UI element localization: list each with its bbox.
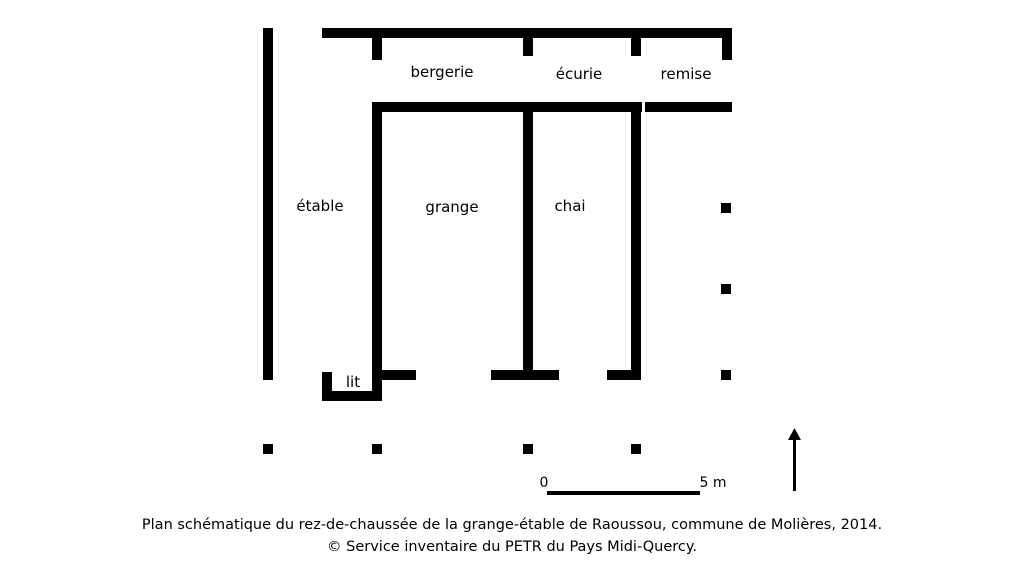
wall-south-1 — [372, 370, 416, 380]
pillar — [631, 444, 641, 454]
wall-etable-west — [263, 28, 273, 380]
room-label-ecurie: écurie — [556, 65, 603, 83]
pillars — [263, 203, 731, 454]
pillar — [263, 444, 273, 454]
wall-remise-south — [645, 102, 732, 112]
wall-grange-chai — [523, 102, 533, 380]
pillar — [721, 284, 731, 294]
wall-stub-2 — [523, 28, 533, 56]
north-arrow-icon — [788, 428, 801, 491]
caption-line-1: Plan schématique du rez-de-chaussée de l… — [141, 517, 883, 533]
room-label-lit: lit — [346, 373, 360, 391]
wall-inner-north — [372, 102, 642, 112]
scale-start-label: 0 — [540, 475, 549, 491]
wall-grange-west — [372, 102, 382, 380]
room-label-remise: remise — [661, 65, 712, 83]
room-label-bergerie: bergerie — [411, 63, 474, 81]
wall-south-2 — [491, 370, 559, 380]
wall-stub-east — [722, 28, 732, 60]
pillar — [721, 370, 731, 380]
scale-end-label: 5 m — [700, 475, 727, 491]
wall-lit-east — [372, 372, 382, 401]
wall-lit-west — [322, 372, 332, 401]
scale-bar-line — [547, 491, 700, 495]
wall-south-3 — [607, 370, 641, 380]
room-labels: bergerie écurie remise étable grange cha… — [296, 63, 711, 391]
caption: Plan schématique du rez-de-chaussée de l… — [0, 514, 1024, 558]
pillar — [523, 444, 533, 454]
room-label-grange: grange — [425, 198, 478, 216]
wall-chai-east — [631, 112, 641, 380]
room-label-chai: chai — [554, 197, 585, 215]
wall-lit-south — [322, 391, 382, 401]
wall-stub-3 — [631, 28, 641, 56]
room-label-etable: étable — [296, 197, 343, 215]
walls — [263, 28, 732, 401]
pillar — [372, 444, 382, 454]
pillar — [721, 203, 731, 213]
scale-bar: 0 5 m — [540, 475, 727, 495]
wall-stub-1 — [372, 28, 382, 60]
caption-line-2: © Service inventaire du PETR du Pays Mid… — [327, 539, 697, 555]
